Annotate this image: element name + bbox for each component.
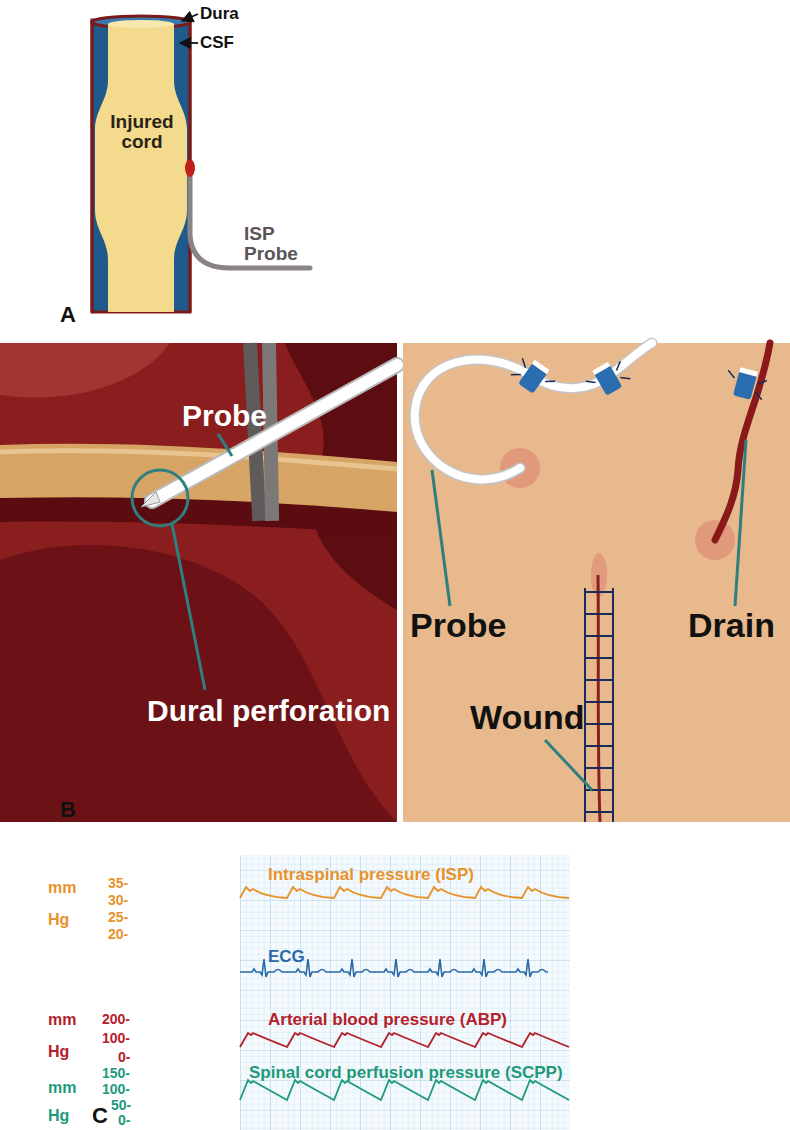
axis-tick: 150- <box>102 1066 130 1081</box>
axis-tick: 50- <box>111 1098 131 1113</box>
probe-tip <box>185 159 195 177</box>
part-label: ISP Probe <box>244 224 304 264</box>
suture <box>586 361 631 398</box>
part-label: Dural perforation <box>147 695 390 727</box>
probe-outline <box>152 365 397 501</box>
trace-title: Arterial blood pressure (ABP) <box>268 1011 507 1029</box>
scpp-waveform <box>240 1080 569 1100</box>
part-label: Dura <box>200 5 239 23</box>
axis-tick: 20- <box>108 927 128 942</box>
trace-title: ECG <box>268 948 305 966</box>
probe-outline <box>415 343 652 479</box>
tissue-highlight <box>0 343 170 398</box>
fixation-clip <box>583 356 632 401</box>
axis-tick: 200- <box>102 1012 130 1027</box>
unit-label: Hg <box>48 912 69 929</box>
isp-waveform <box>240 887 569 898</box>
axis-tick: 100- <box>102 1082 130 1097</box>
part-label: Wound <box>470 700 585 736</box>
suture <box>511 358 555 397</box>
leader-line <box>545 740 592 790</box>
panel-letter: C <box>92 1104 108 1127</box>
unit-label: mm <box>48 1080 76 1097</box>
clip-end <box>739 367 758 376</box>
clip-end <box>592 362 610 375</box>
leader-line <box>432 470 450 606</box>
injured-cord <box>95 24 187 312</box>
pointer-arrow <box>180 42 198 44</box>
panel-c-traces <box>240 855 570 1130</box>
axis-tick: 0- <box>118 1050 130 1065</box>
probe-body <box>152 365 397 501</box>
abp-waveform <box>240 1033 569 1047</box>
surgical-field <box>0 343 397 822</box>
panel-letter: B <box>60 798 76 821</box>
part-label: Injured cord <box>104 112 180 152</box>
leader-line <box>172 524 205 690</box>
axis-tick: 35- <box>108 876 128 891</box>
trace-title: Spinal cord perfusion pressure (SCPP) <box>249 1064 563 1082</box>
panel-b-surgical-view <box>0 343 397 822</box>
wound-incision <box>598 575 600 822</box>
leader-line <box>735 440 746 606</box>
chart-grid <box>240 855 570 1130</box>
part-label: Probe <box>182 400 267 432</box>
unit-label: mm <box>48 1012 76 1029</box>
pointer-arrow <box>182 14 198 21</box>
axis-tick: 0- <box>118 1113 130 1128</box>
part-label: Probe <box>410 608 506 644</box>
axis-tick: 100- <box>102 1031 130 1046</box>
highlight-circle <box>132 470 188 526</box>
fixation-clip <box>509 353 558 400</box>
suture <box>723 370 767 400</box>
dura-sheath <box>92 20 190 312</box>
unit-label: mm <box>48 880 76 897</box>
unit-label: Hg <box>48 1108 69 1125</box>
trace-title: Intraspinal pressure (ISP) <box>268 866 474 884</box>
unit-label: Hg <box>48 1044 69 1061</box>
probe-cable <box>415 343 652 479</box>
fixation-clip <box>722 364 768 402</box>
panel-letter: A <box>60 303 76 326</box>
part-label: CSF <box>200 34 234 52</box>
panel-b-skin-view <box>403 343 790 822</box>
dura-top <box>92 16 190 28</box>
chart-paper <box>240 855 570 1130</box>
probe-point <box>141 492 160 507</box>
clip-end <box>532 360 550 374</box>
leader-line <box>218 434 232 456</box>
tissue-shadow <box>0 545 397 822</box>
panel-a-illustration <box>92 14 310 312</box>
axis-tick: 25- <box>108 910 128 925</box>
dura-edge <box>91 20 94 312</box>
cord-top <box>108 20 174 28</box>
part-label: Drain <box>688 608 775 644</box>
isp-probe-wire <box>190 176 310 268</box>
skin-surface <box>403 343 790 822</box>
axis-tick: 30- <box>108 893 128 908</box>
